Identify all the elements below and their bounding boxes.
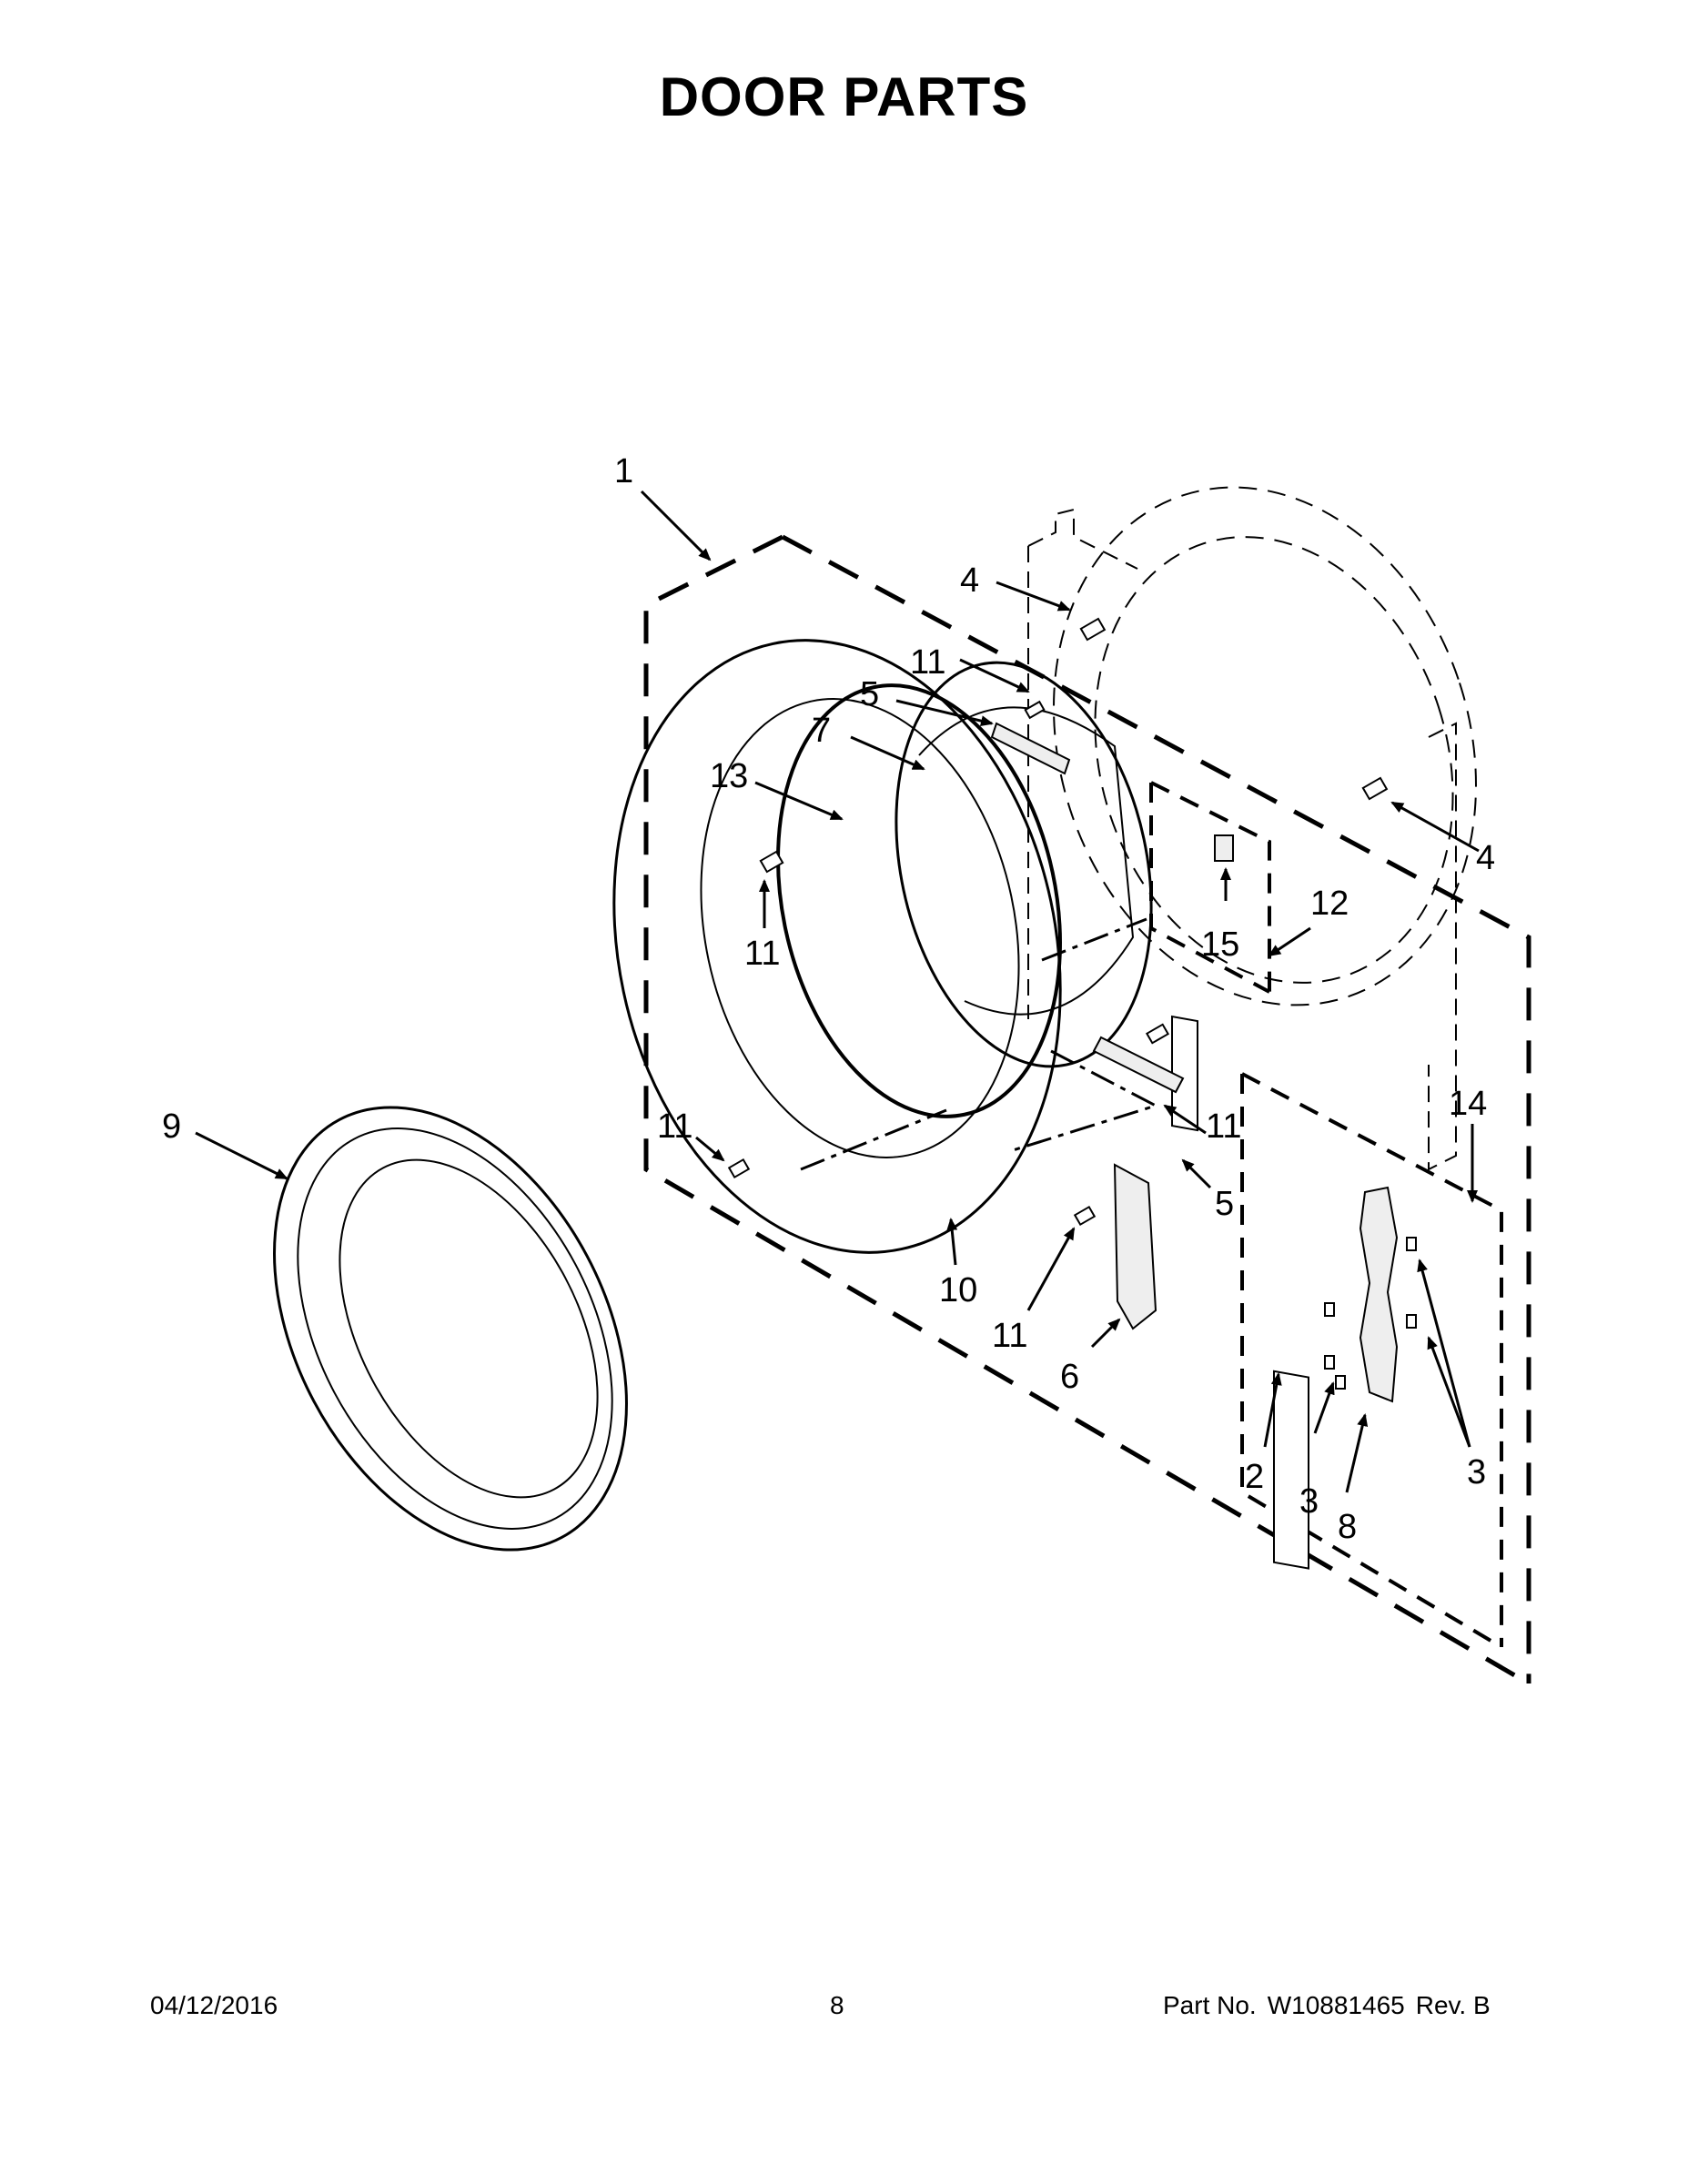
door-gasket-part-13 xyxy=(776,683,1062,1118)
outer-door-ring-part-9 xyxy=(273,1106,628,1552)
page-title: DOOR PARTS xyxy=(659,66,1029,127)
footer-part-number: Part No. W10881465 Rev. B xyxy=(1163,1991,1501,2020)
hinge-part-2 xyxy=(1273,1370,1309,1570)
hinge-clip-part-15 xyxy=(1214,834,1234,862)
part-label: Part No. xyxy=(1163,1991,1257,2019)
screws xyxy=(727,617,1389,1227)
door-frame-ring-inner xyxy=(700,698,1020,1158)
callout-11-lower: 11 xyxy=(992,1317,1027,1355)
door-glass-bowl xyxy=(918,706,1135,1016)
outer-door-ring-mid xyxy=(297,1127,613,1530)
revision: Rev. B xyxy=(1415,1991,1491,2019)
callout-6: 6 xyxy=(1060,1358,1079,1396)
callout-leaders xyxy=(195,490,1480,1493)
callout-3-left: 3 xyxy=(1299,1482,1319,1521)
back-panel-sketch xyxy=(1027,508,1457,1171)
callout-4-right: 4 xyxy=(1476,839,1495,877)
hinge-part-8 xyxy=(1359,1186,1399,1403)
callout-11-ring: 11 xyxy=(744,935,780,973)
callout-5-lower: 5 xyxy=(1215,1185,1234,1223)
door-glass-part-7 xyxy=(895,661,1153,1068)
callout-8: 8 xyxy=(1338,1508,1357,1546)
callout-11-left: 11 xyxy=(657,1107,692,1146)
callout-14: 14 xyxy=(1449,1085,1487,1123)
strike-plate-part-6 xyxy=(1113,1163,1157,1330)
part-number: W10881465 xyxy=(1267,1991,1405,2019)
callout-2: 2 xyxy=(1245,1458,1264,1496)
hinge-bracket-part-5-upper xyxy=(990,722,1071,775)
cabinet-outline xyxy=(643,534,1531,1686)
callout-12: 12 xyxy=(1310,885,1349,923)
hinge-plate-part xyxy=(1171,1015,1198,1132)
door-frame-ring-part-10 xyxy=(612,639,1062,1254)
lower-hinge-box-outline xyxy=(1240,1072,1503,1649)
callout-13: 13 xyxy=(710,757,748,795)
outer-door-ring-inner xyxy=(339,1158,599,1499)
callout-15: 15 xyxy=(1201,925,1239,964)
back-opening-inner-outline xyxy=(1094,536,1454,984)
callout-9: 9 xyxy=(162,1107,181,1146)
callout-1: 1 xyxy=(614,452,633,490)
hinge-bracket-part-5-lower xyxy=(1092,1036,1185,1094)
callout-4-upper: 4 xyxy=(960,561,979,600)
callout-7: 7 xyxy=(812,712,831,750)
alignment-lines xyxy=(800,917,1159,1171)
spacers-part-3 xyxy=(1324,1237,1417,1390)
footer-date: 04/12/2016 xyxy=(150,1991,278,2019)
footer-page-number: 8 xyxy=(830,1991,844,2019)
back-opening-outline xyxy=(1053,486,1477,1006)
callout-5-upper: 5 xyxy=(860,675,879,713)
callout-11-upper: 11 xyxy=(910,643,945,682)
callout-3-right: 3 xyxy=(1467,1453,1486,1491)
callout-10: 10 xyxy=(939,1271,977,1309)
callout-11-right: 11 xyxy=(1206,1107,1241,1146)
